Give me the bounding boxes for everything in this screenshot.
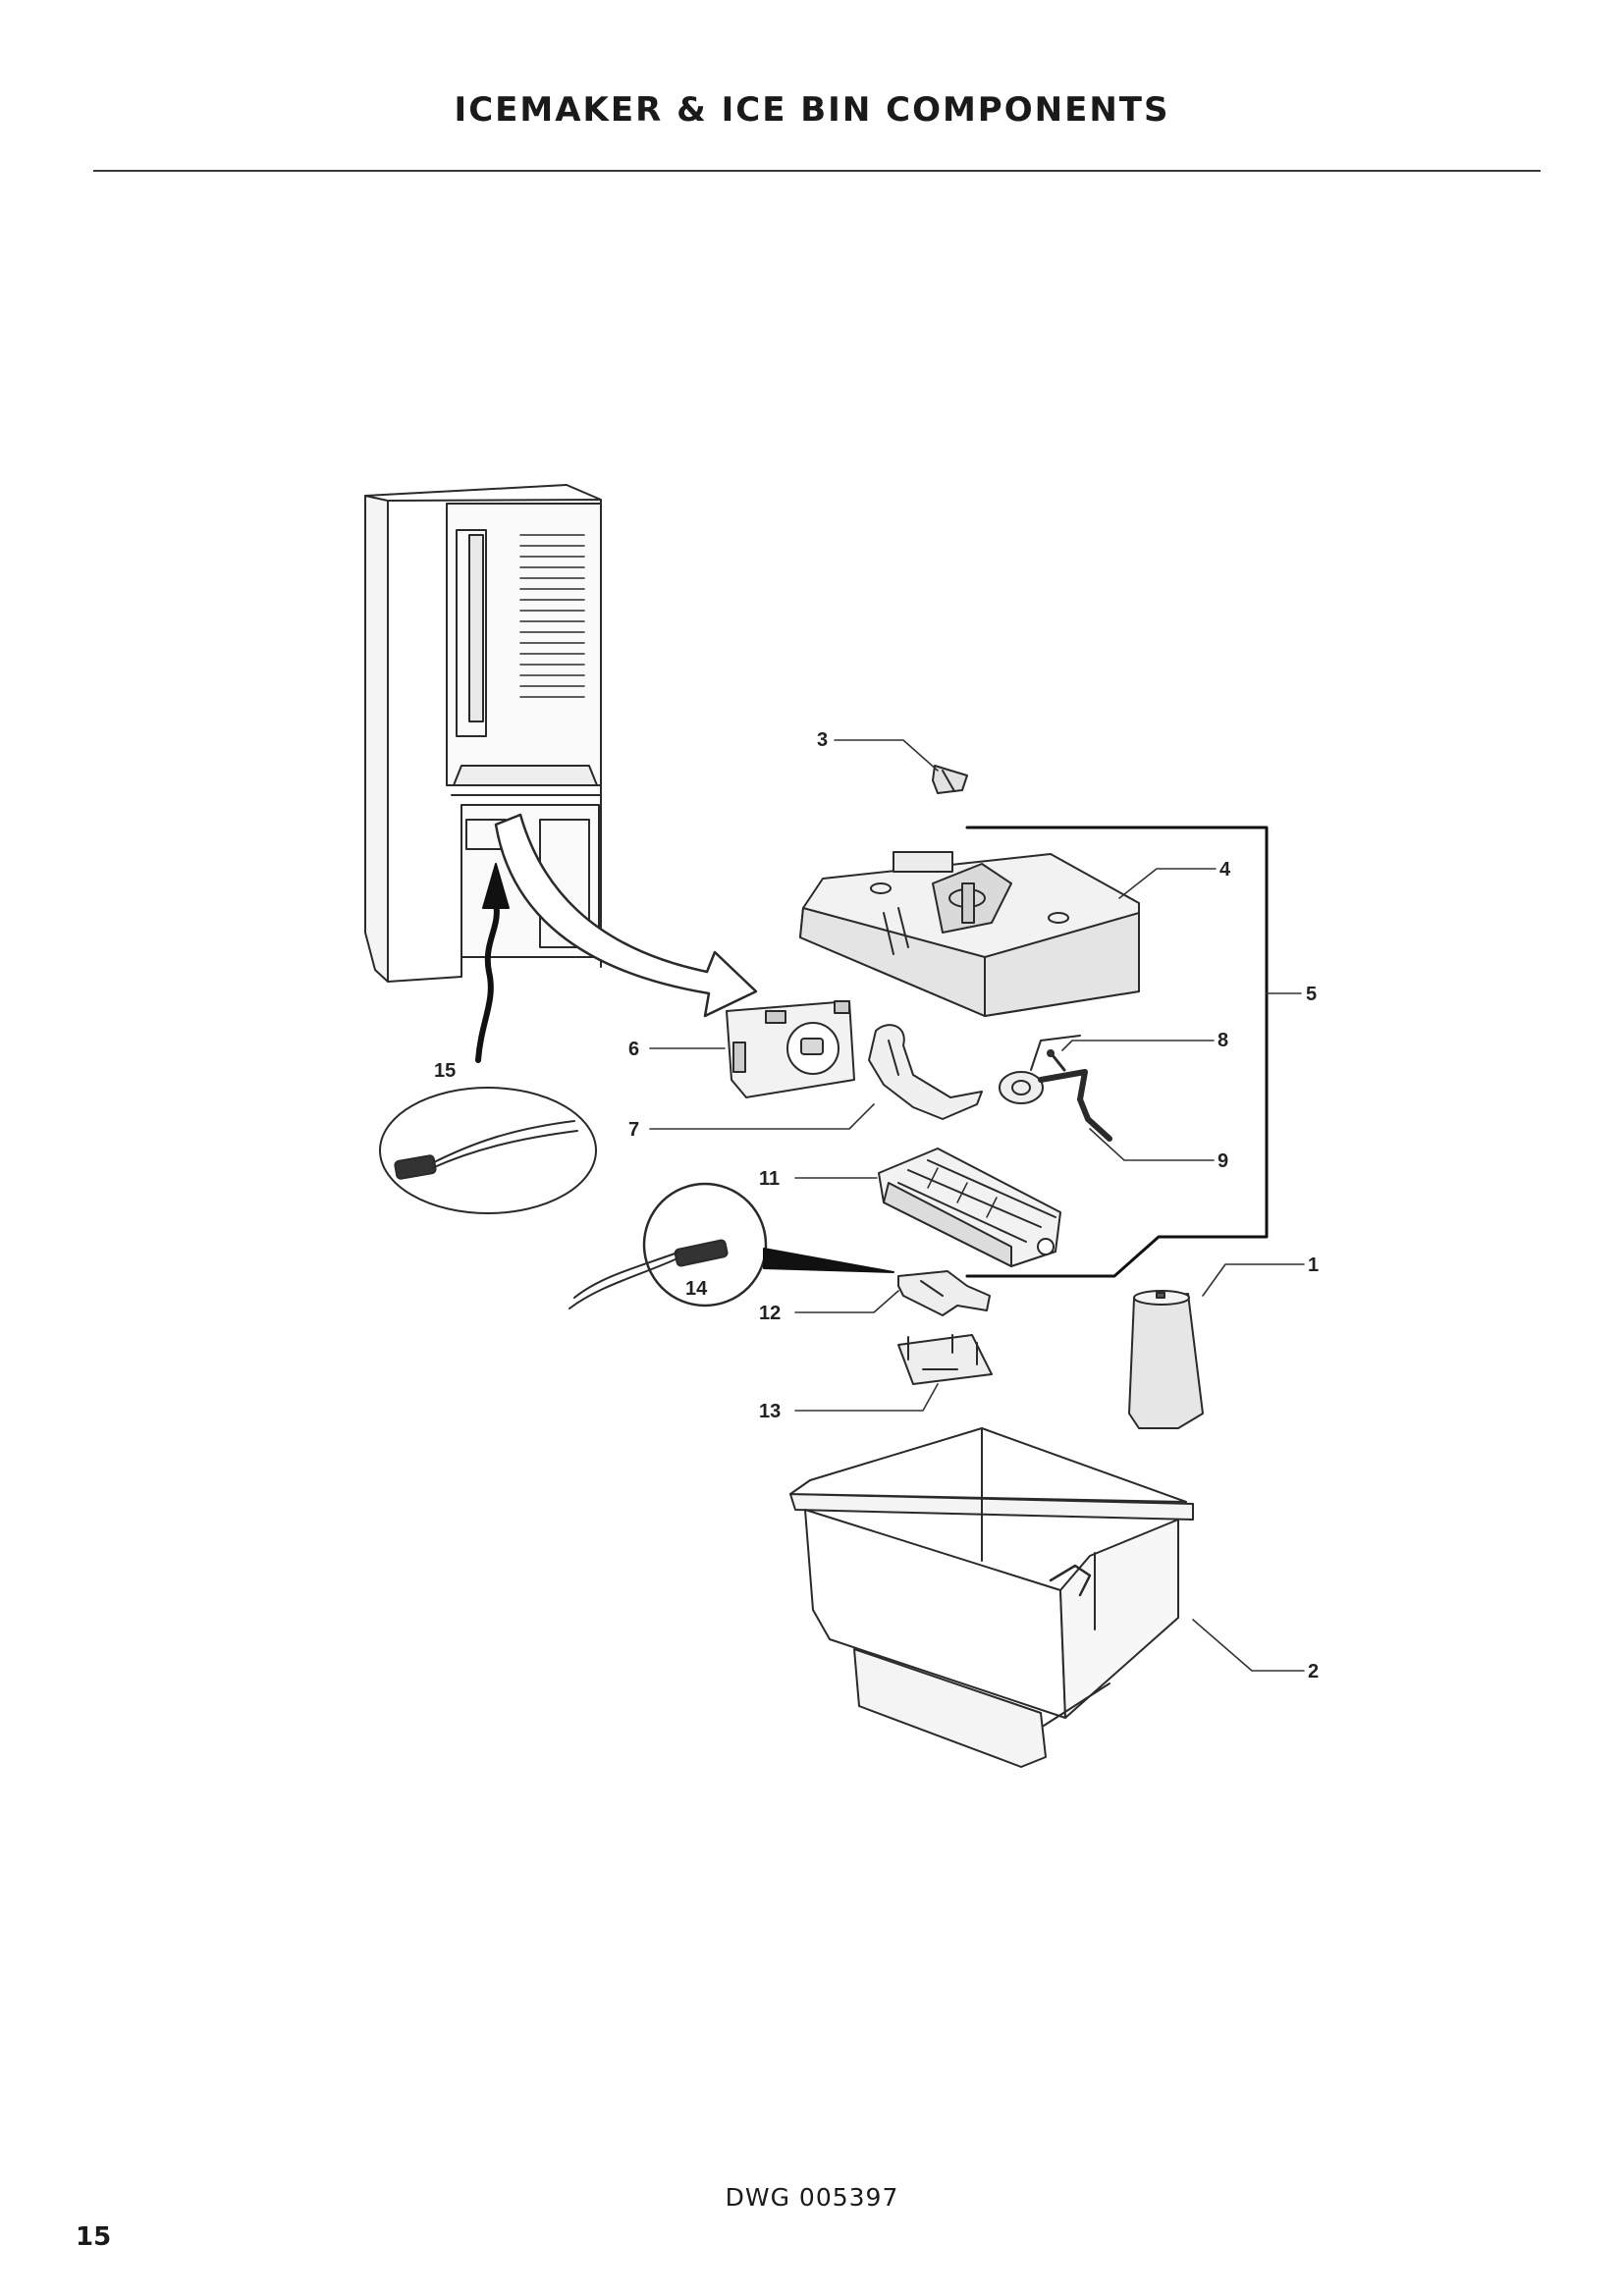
callout-label-11: 11: [759, 1168, 780, 1190]
callout-label-15: 15: [434, 1060, 456, 1082]
callout-label-12: 12: [759, 1303, 781, 1324]
callout-labels: 3 4 5 6 7 8 9 11 12 13 14 15 1 2: [434, 729, 1319, 1682]
callout-label-13: 13: [759, 1401, 781, 1422]
callout-label-5: 5: [1306, 984, 1317, 1005]
callout-label-8: 8: [1218, 1030, 1228, 1051]
rear-vent-grille: [519, 534, 585, 698]
part-8-screw: [1047, 1049, 1066, 1072]
part-9-feeler-arm: [999, 1035, 1112, 1142]
refrigerator-cabinet: [364, 484, 602, 983]
part-12-clip: [897, 1270, 991, 1316]
callout-leader-lines: [649, 739, 1305, 1672]
sensor-detail-14: [568, 1182, 894, 1309]
part-13-mounting-plate: [897, 1334, 993, 1385]
callout-label-7: 7: [628, 1119, 639, 1141]
part-1-cover: [1128, 1290, 1204, 1429]
page-number: 15: [76, 2222, 112, 2252]
assembly-5-bracket: [965, 826, 1269, 1278]
drawing-number: DWG 005397: [725, 2183, 899, 2212]
part-3-cap: [932, 765, 968, 794]
page-title: ICEMAKER & ICE BIN COMPONENTS: [454, 90, 1170, 130]
callout-label-1: 1: [1308, 1255, 1319, 1276]
title-divider: [93, 170, 1541, 172]
callout-label-6: 6: [628, 1039, 639, 1060]
callout-label-4: 4: [1219, 859, 1231, 881]
callout-label-2: 2: [1308, 1661, 1319, 1682]
wire-route-arrow: [475, 863, 510, 1063]
part-7-ejector-bracket: [868, 1024, 983, 1120]
part-11-ice-tray: [878, 1148, 1061, 1267]
part-6-control-box: [726, 1000, 855, 1098]
part-2-ice-bin: [789, 1427, 1194, 1768]
callout-label-3: 3: [817, 729, 828, 751]
sensor-wire-detail-15: [379, 1087, 597, 1214]
part-4-icemaker-housing: [799, 851, 1140, 1017]
callout-label-9: 9: [1218, 1150, 1228, 1172]
location-arrow: [494, 813, 758, 1018]
callout-label-14: 14: [685, 1278, 708, 1300]
